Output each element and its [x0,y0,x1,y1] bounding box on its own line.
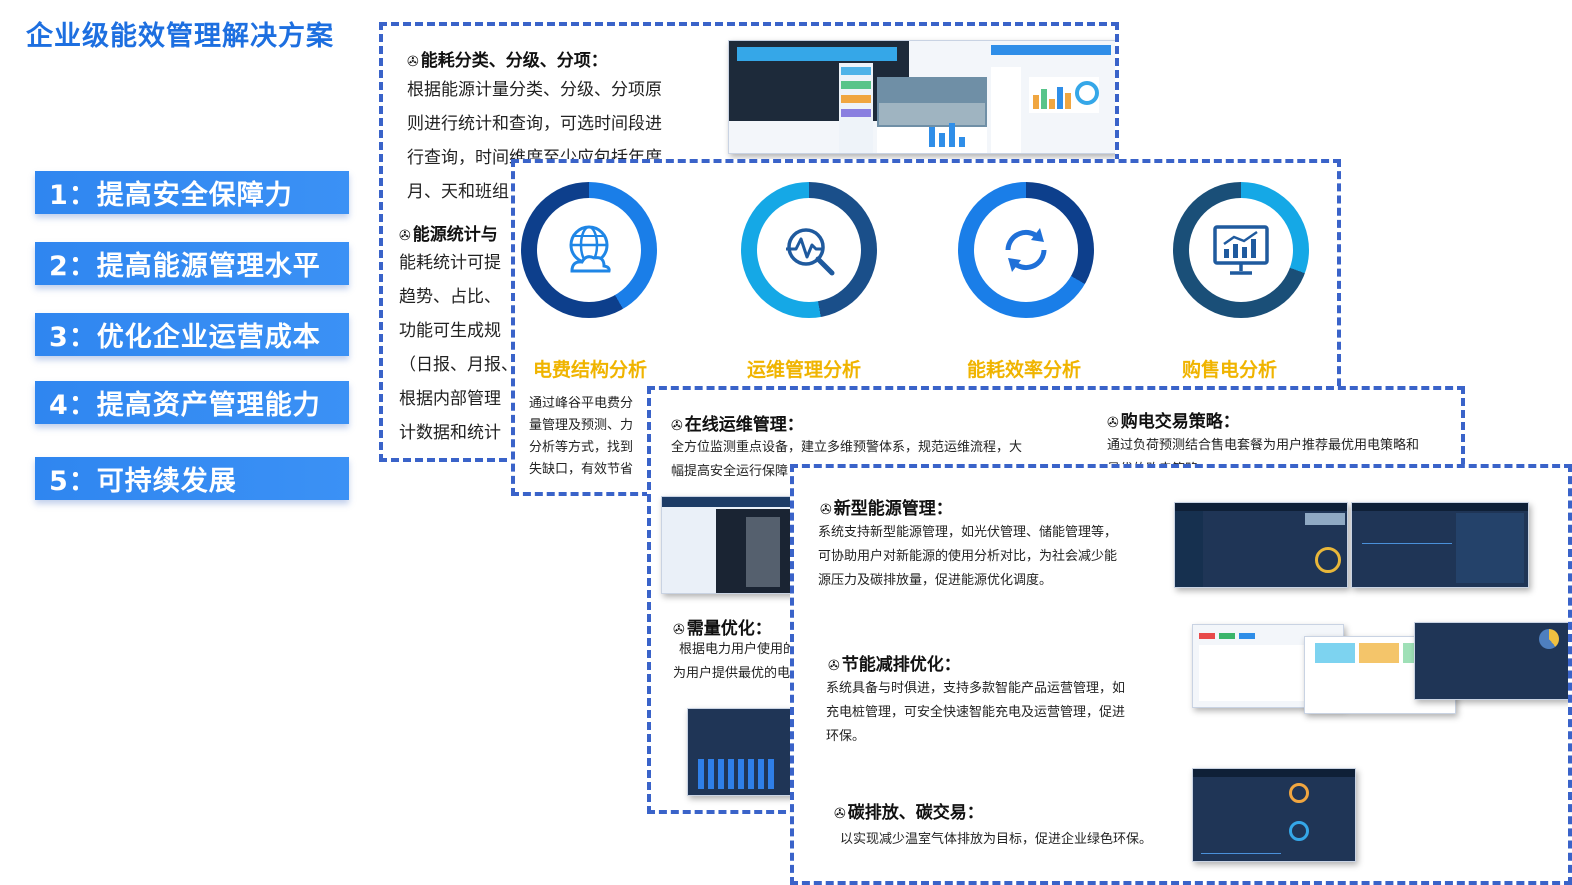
carbon-trading-screenshot [1192,768,1356,862]
nav-item-assets[interactable]: 4：提高资产管理能力 [35,381,349,424]
analysis-ring-power-trading[interactable] [1173,182,1309,318]
globe-cloud-icon [569,225,611,273]
bullet-icon: ✇ [834,806,846,822]
bullet-icon: ✇ [1107,415,1119,431]
bullet-icon: ✇ [828,658,840,674]
analysis-ring-electricity-fee[interactable] [521,182,657,318]
text-energy-statistics: 能耗统计可提 趋势、占比、 功能可生成规 （日报、月报、 根据内部管理 计数据和… [399,253,518,443]
bullet-icon: ✇ [673,622,685,638]
analysis-ring-efficiency[interactable] [958,182,1094,318]
demand-screenshot [687,708,801,796]
heading-demand-optimization: ✇需量优化： [673,619,772,639]
bullet-icon: ✇ [671,418,683,434]
dashboard-screenshot-collage [728,40,1115,154]
text-demand-optimization: 根据电力用户使用的 为用户提供最优的电 [673,642,797,681]
refresh-icon [1005,228,1047,272]
nav-item-cost[interactable]: 3：优化企业运营成本 [35,313,349,356]
analysis-ring-operation[interactable] [741,182,877,318]
label-operation-analysis: 运维管理分析 [747,359,862,381]
heading-new-energy-management: ✇新型能源管理： [820,499,953,519]
text-new-energy-management: 系统支持新型能源管理，如光伏管理、储能管理等， 可协助用户对新能源的使用分析对比… [818,525,1118,588]
text-carbon-trading: 以实现减少温室气体排放为目标，促进企业绿色环保。 [840,832,1153,847]
text-energy-saving: 系统具备与时俱进，支持多款智能产品运营管理，如 充电桩管理，可安全快速智能充电及… [826,681,1126,744]
analysis-magnifier-icon [786,228,835,276]
heading-online-operation: ✇在线运维管理： [671,415,804,435]
heading-energy-classification: ✇能耗分类、分级、分项： [407,51,608,71]
label-efficiency-analysis: 能耗效率分析 [967,359,1082,381]
text-online-operation: 全方位监测重点设备，建立多维预警体系，规范运维流程，大 幅提高安全运行保障 [671,440,1023,479]
label-power-trading-analysis: 购售电分析 [1182,359,1278,381]
label-electricity-fee-analysis: 电费结构分析 [533,359,648,381]
monitor-chart-icon [1213,225,1269,275]
new-energy-screenshot-2 [1351,502,1529,588]
panel-new-energy: ✇新型能源管理： 系统支持新型能源管理，如光伏管理、储能管理等， 可协助用户对新… [790,464,1572,885]
operation-screenshot [661,496,803,594]
new-energy-screenshot-1 [1174,502,1348,588]
nav-item-sustainability[interactable]: 5：可持续发展 [35,457,349,500]
bullet-icon: ✇ [820,502,832,518]
text-electricity-fee-analysis: 通过峰谷平电费分 量管理及预测、力 分析等方式，找到 失缺口，有效节省 [529,396,634,477]
heading-energy-statistics: ✇能源统计与 [399,225,498,245]
bullet-icon: ✇ [407,54,419,70]
heading-power-trading-strategy: ✇购电交易策略： [1107,412,1240,432]
energy-saving-screenshot-3 [1414,622,1568,700]
heading-energy-saving: ✇节能减排优化： [828,655,961,675]
bullet-icon: ✇ [399,228,411,244]
nav-item-safety[interactable]: 1：提高安全保障力 [35,171,349,214]
page-title: 企业级能效管理解决方案 [26,21,334,52]
heading-carbon-trading: ✇碳排放、碳交易： [834,803,984,823]
nav-item-energy-management[interactable]: 2：提高能源管理水平 [35,242,349,285]
